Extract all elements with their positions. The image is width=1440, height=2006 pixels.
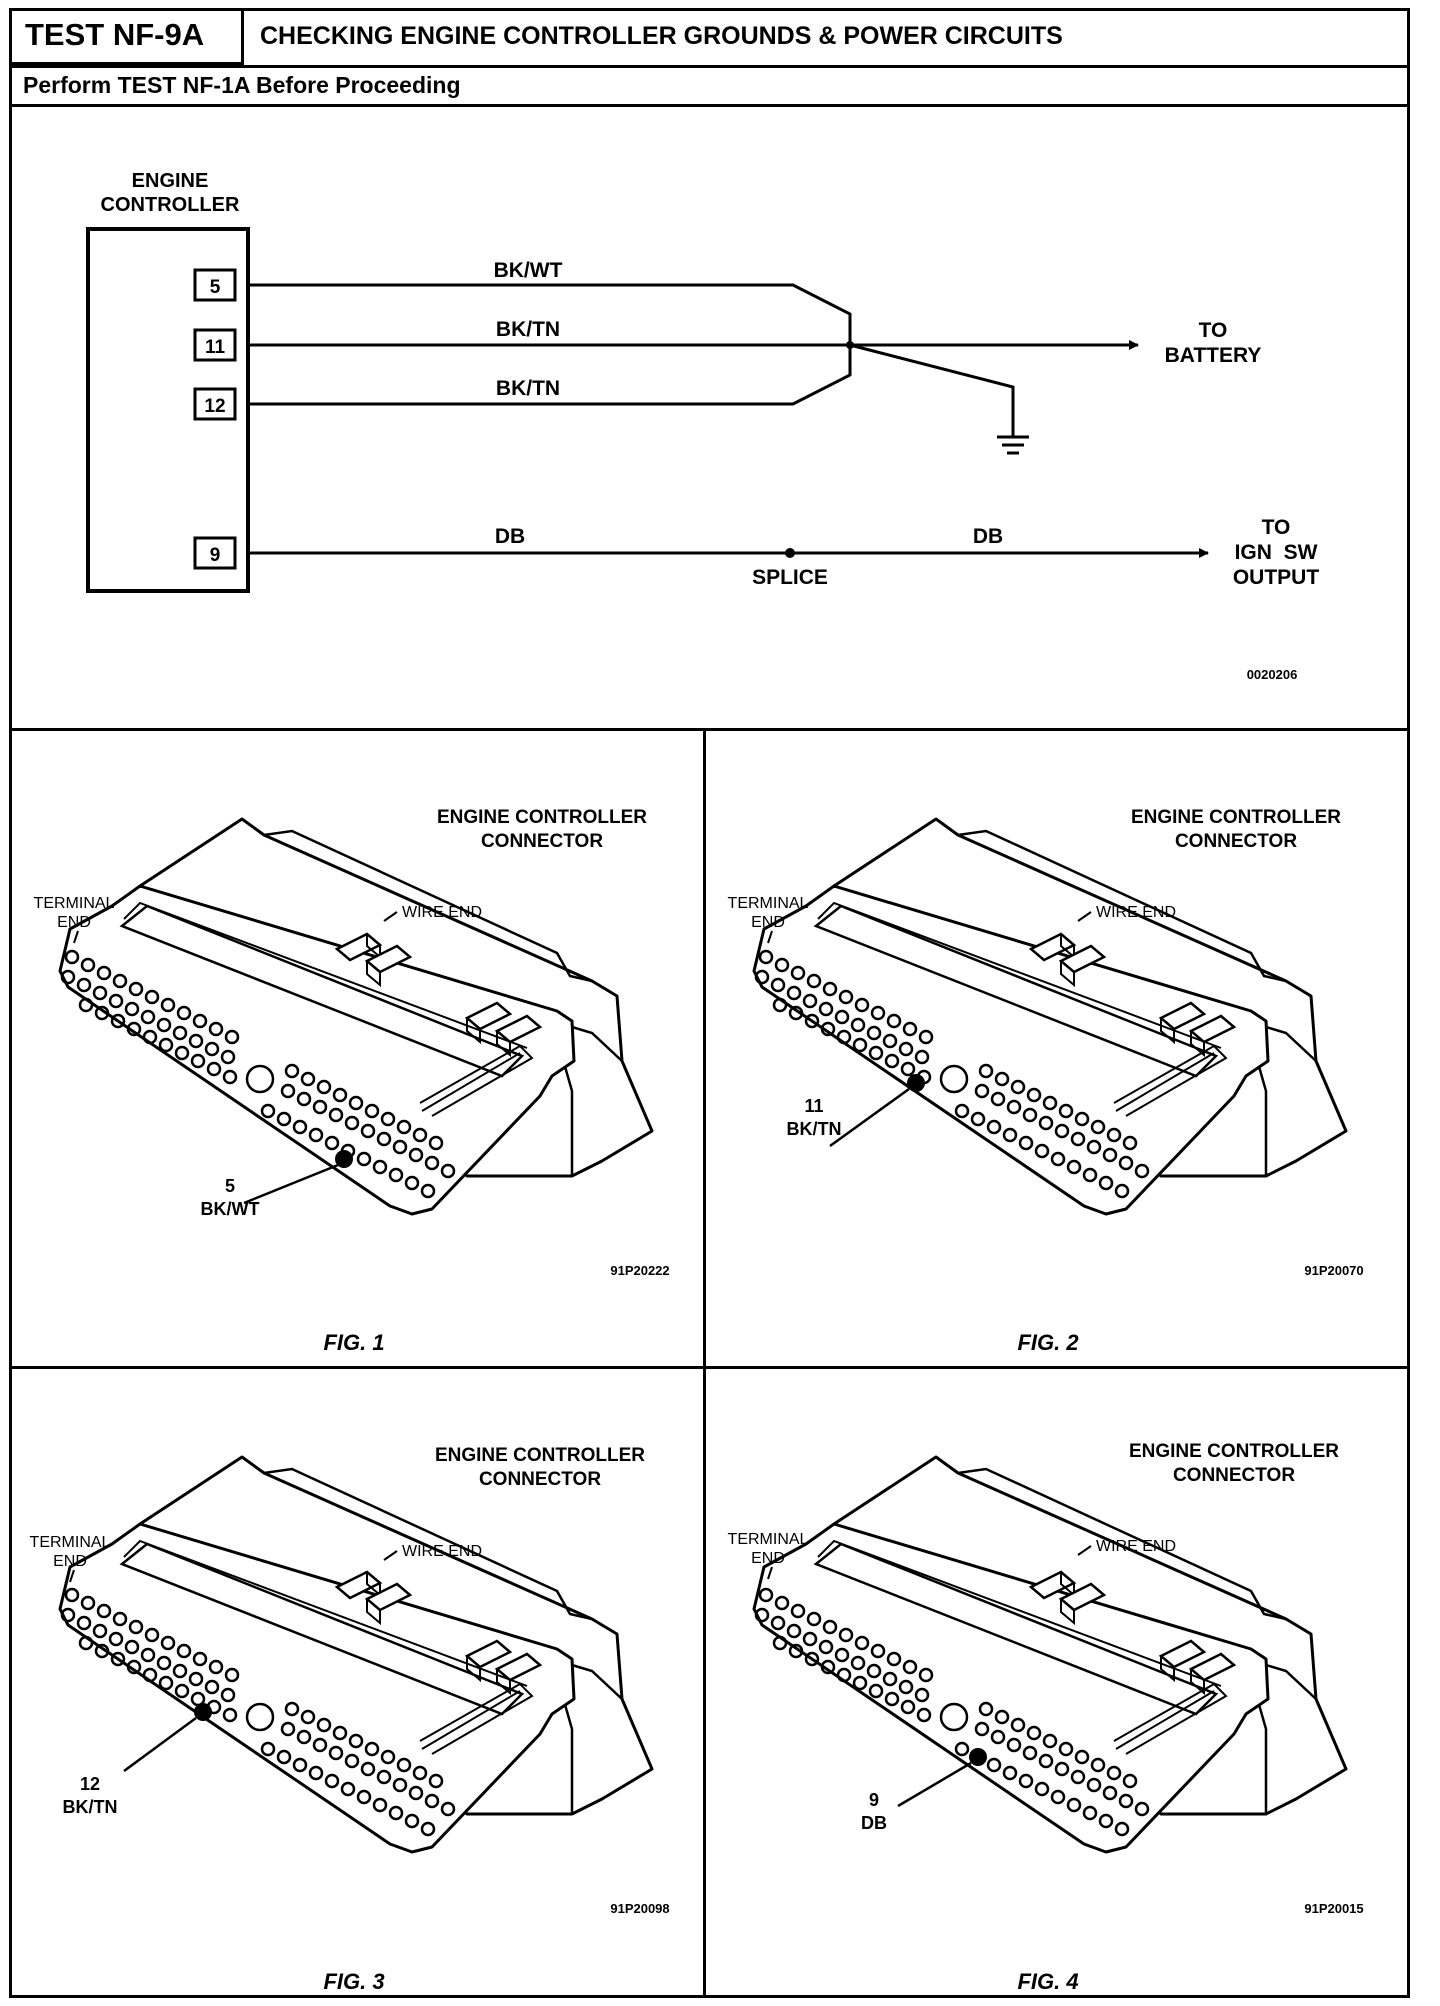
splice-label: SPLICE [752, 566, 828, 589]
connector-drawing [752, 1455, 1348, 1854]
terminal-end-label-2: END [53, 1553, 87, 1570]
wire-label-pin9-right: DB [973, 525, 1003, 548]
schematic-rule [9, 728, 1410, 731]
pin-wire-label: BK/TN [787, 1119, 842, 1139]
figure-column-rule [703, 728, 706, 1998]
wire-end-leader [1077, 1545, 1092, 1556]
test-title: CHECKING ENGINE CONTROLLER GROUNDS & POW… [260, 22, 1063, 50]
figure-title-1: ENGINE CONTROLLER [437, 807, 647, 828]
wire-end-leader [383, 911, 398, 922]
terminal-end-label-1: TERMINAL [34, 895, 115, 912]
leader-line [243, 1163, 339, 1205]
terminal-end-leader [767, 930, 773, 944]
engine-controller-box [86, 227, 250, 593]
to-ign-label-3: OUTPUT [1233, 566, 1320, 589]
figure-panel-1: ENGINE CONTROLLER CONNECTOR TERMINAL END… [34, 807, 670, 1355]
figure-title-2: CONNECTOR [481, 831, 603, 852]
page-frame [9, 8, 1410, 1998]
pin-wire-label: DB [861, 1813, 887, 1833]
schematic-code: 0020206 [1247, 667, 1298, 682]
connector-drawing [58, 1455, 654, 1854]
header-rule [9, 65, 1410, 68]
highlighted-terminal [969, 1748, 987, 1766]
wire-end-label: WIRE END [402, 904, 482, 921]
pin-box-11 [193, 328, 237, 362]
test-id: TEST NF-9A [9, 8, 244, 65]
figure-code: 91P20015 [1304, 1901, 1363, 1916]
highlighted-terminal [907, 1074, 925, 1092]
terminal-end-leader [767, 1566, 773, 1580]
subtitle-rule [9, 104, 1410, 107]
leader-line [123, 1716, 197, 1773]
pin-box-12 [193, 387, 237, 421]
pin-box-9 [193, 536, 237, 570]
wire-label-pin5: BK/WT [494, 259, 563, 282]
figure-row-rule [9, 1366, 1410, 1369]
connector-drawing [58, 817, 654, 1216]
controller-label-2: CONTROLLER [101, 194, 240, 216]
figure-panel-2: ENGINE CONTROLLER CONNECTOR TERMINAL END… [728, 807, 1364, 1355]
to-battery-label-2: BATTERY [1165, 344, 1262, 367]
to-ign-label-2: IGN SW [1235, 541, 1318, 564]
terminal-end-leader [69, 1569, 75, 1583]
wire-end-leader [1077, 911, 1092, 922]
controller-label-1: ENGINE [132, 170, 209, 192]
pin-box-5 [193, 268, 237, 302]
to-battery-label-1: TO [1199, 319, 1228, 342]
figure-code: 91P20098 [610, 1901, 669, 1916]
leader-line [897, 1761, 972, 1808]
pin-number-label: 11 [804, 1096, 823, 1116]
pin-label-5: 5 [210, 277, 221, 298]
figure-caption: FIG. 1 [323, 1330, 384, 1355]
pin-label-11: 11 [205, 337, 226, 358]
figure-panel-3: ENGINE CONTROLLER CONNECTOR TERMINAL END… [30, 1445, 670, 1994]
pin-number-label: 5 [225, 1176, 235, 1196]
wiring-schematic: ENGINE CONTROLLER 5 11 12 9 BK/WT BK/TN … [86, 170, 1320, 682]
figure-title-1: ENGINE CONTROLLER [1131, 807, 1341, 828]
figure-code: 91P20070 [1304, 1263, 1363, 1278]
figure-caption: FIG. 2 [1017, 1330, 1079, 1355]
leader-line [829, 1087, 910, 1148]
pin-wire-label: BK/TN [63, 1797, 118, 1817]
wire-end-leader [383, 1550, 398, 1561]
figure-title-2: CONNECTOR [1175, 831, 1297, 852]
to-ign-label-1: TO [1262, 516, 1291, 539]
figure-title-2: CONNECTOR [479, 1469, 601, 1490]
test-subtitle: Perform TEST NF-1A Before Proceeding [23, 72, 461, 98]
wire-label-pin9-left: DB [495, 525, 525, 548]
highlighted-terminal [194, 1703, 212, 1721]
figure-caption: FIG. 4 [1017, 1969, 1078, 1994]
terminal-end-label-2: END [751, 914, 785, 931]
ground-symbol [997, 435, 1029, 455]
figure-caption: FIG. 3 [323, 1969, 384, 1994]
figure-title-1: ENGINE CONTROLLER [1129, 1441, 1339, 1462]
pin-number-label: 12 [80, 1774, 100, 1794]
wire-end-label: WIRE END [402, 1543, 482, 1560]
terminal-end-label-2: END [57, 914, 91, 931]
terminal-end-label-2: END [751, 1550, 785, 1567]
wire-end-label: WIRE END [1096, 904, 1176, 921]
figure-code: 91P20222 [610, 1263, 669, 1278]
pin-label-12: 12 [204, 396, 225, 417]
pin-label-9: 9 [210, 545, 221, 566]
terminal-end-leader [73, 930, 79, 944]
wire-end-label: WIRE END [1096, 1538, 1176, 1555]
figure-panel-4: ENGINE CONTROLLER CONNECTOR TERMINAL END… [728, 1441, 1364, 1994]
terminal-end-label-1: TERMINAL [728, 895, 809, 912]
wire-pin5 [248, 283, 852, 345]
pin-wire-label: BK/WT [201, 1199, 260, 1219]
splice-dot [785, 548, 795, 558]
terminal-end-label-1: TERMINAL [30, 1534, 111, 1551]
terminal-end-label-1: TERMINAL [728, 1531, 809, 1548]
wire-pin12 [248, 345, 852, 406]
wire-label-pin12: BK/TN [496, 377, 560, 400]
figure-title-2: CONNECTOR [1173, 1465, 1295, 1486]
ground-wire [849, 343, 1015, 437]
pin-number-label: 9 [869, 1790, 879, 1810]
highlighted-terminal [335, 1150, 353, 1168]
connector-drawing [752, 817, 1348, 1216]
figure-title-1: ENGINE CONTROLLER [435, 1445, 645, 1466]
wire-label-pin11: BK/TN [496, 318, 560, 341]
